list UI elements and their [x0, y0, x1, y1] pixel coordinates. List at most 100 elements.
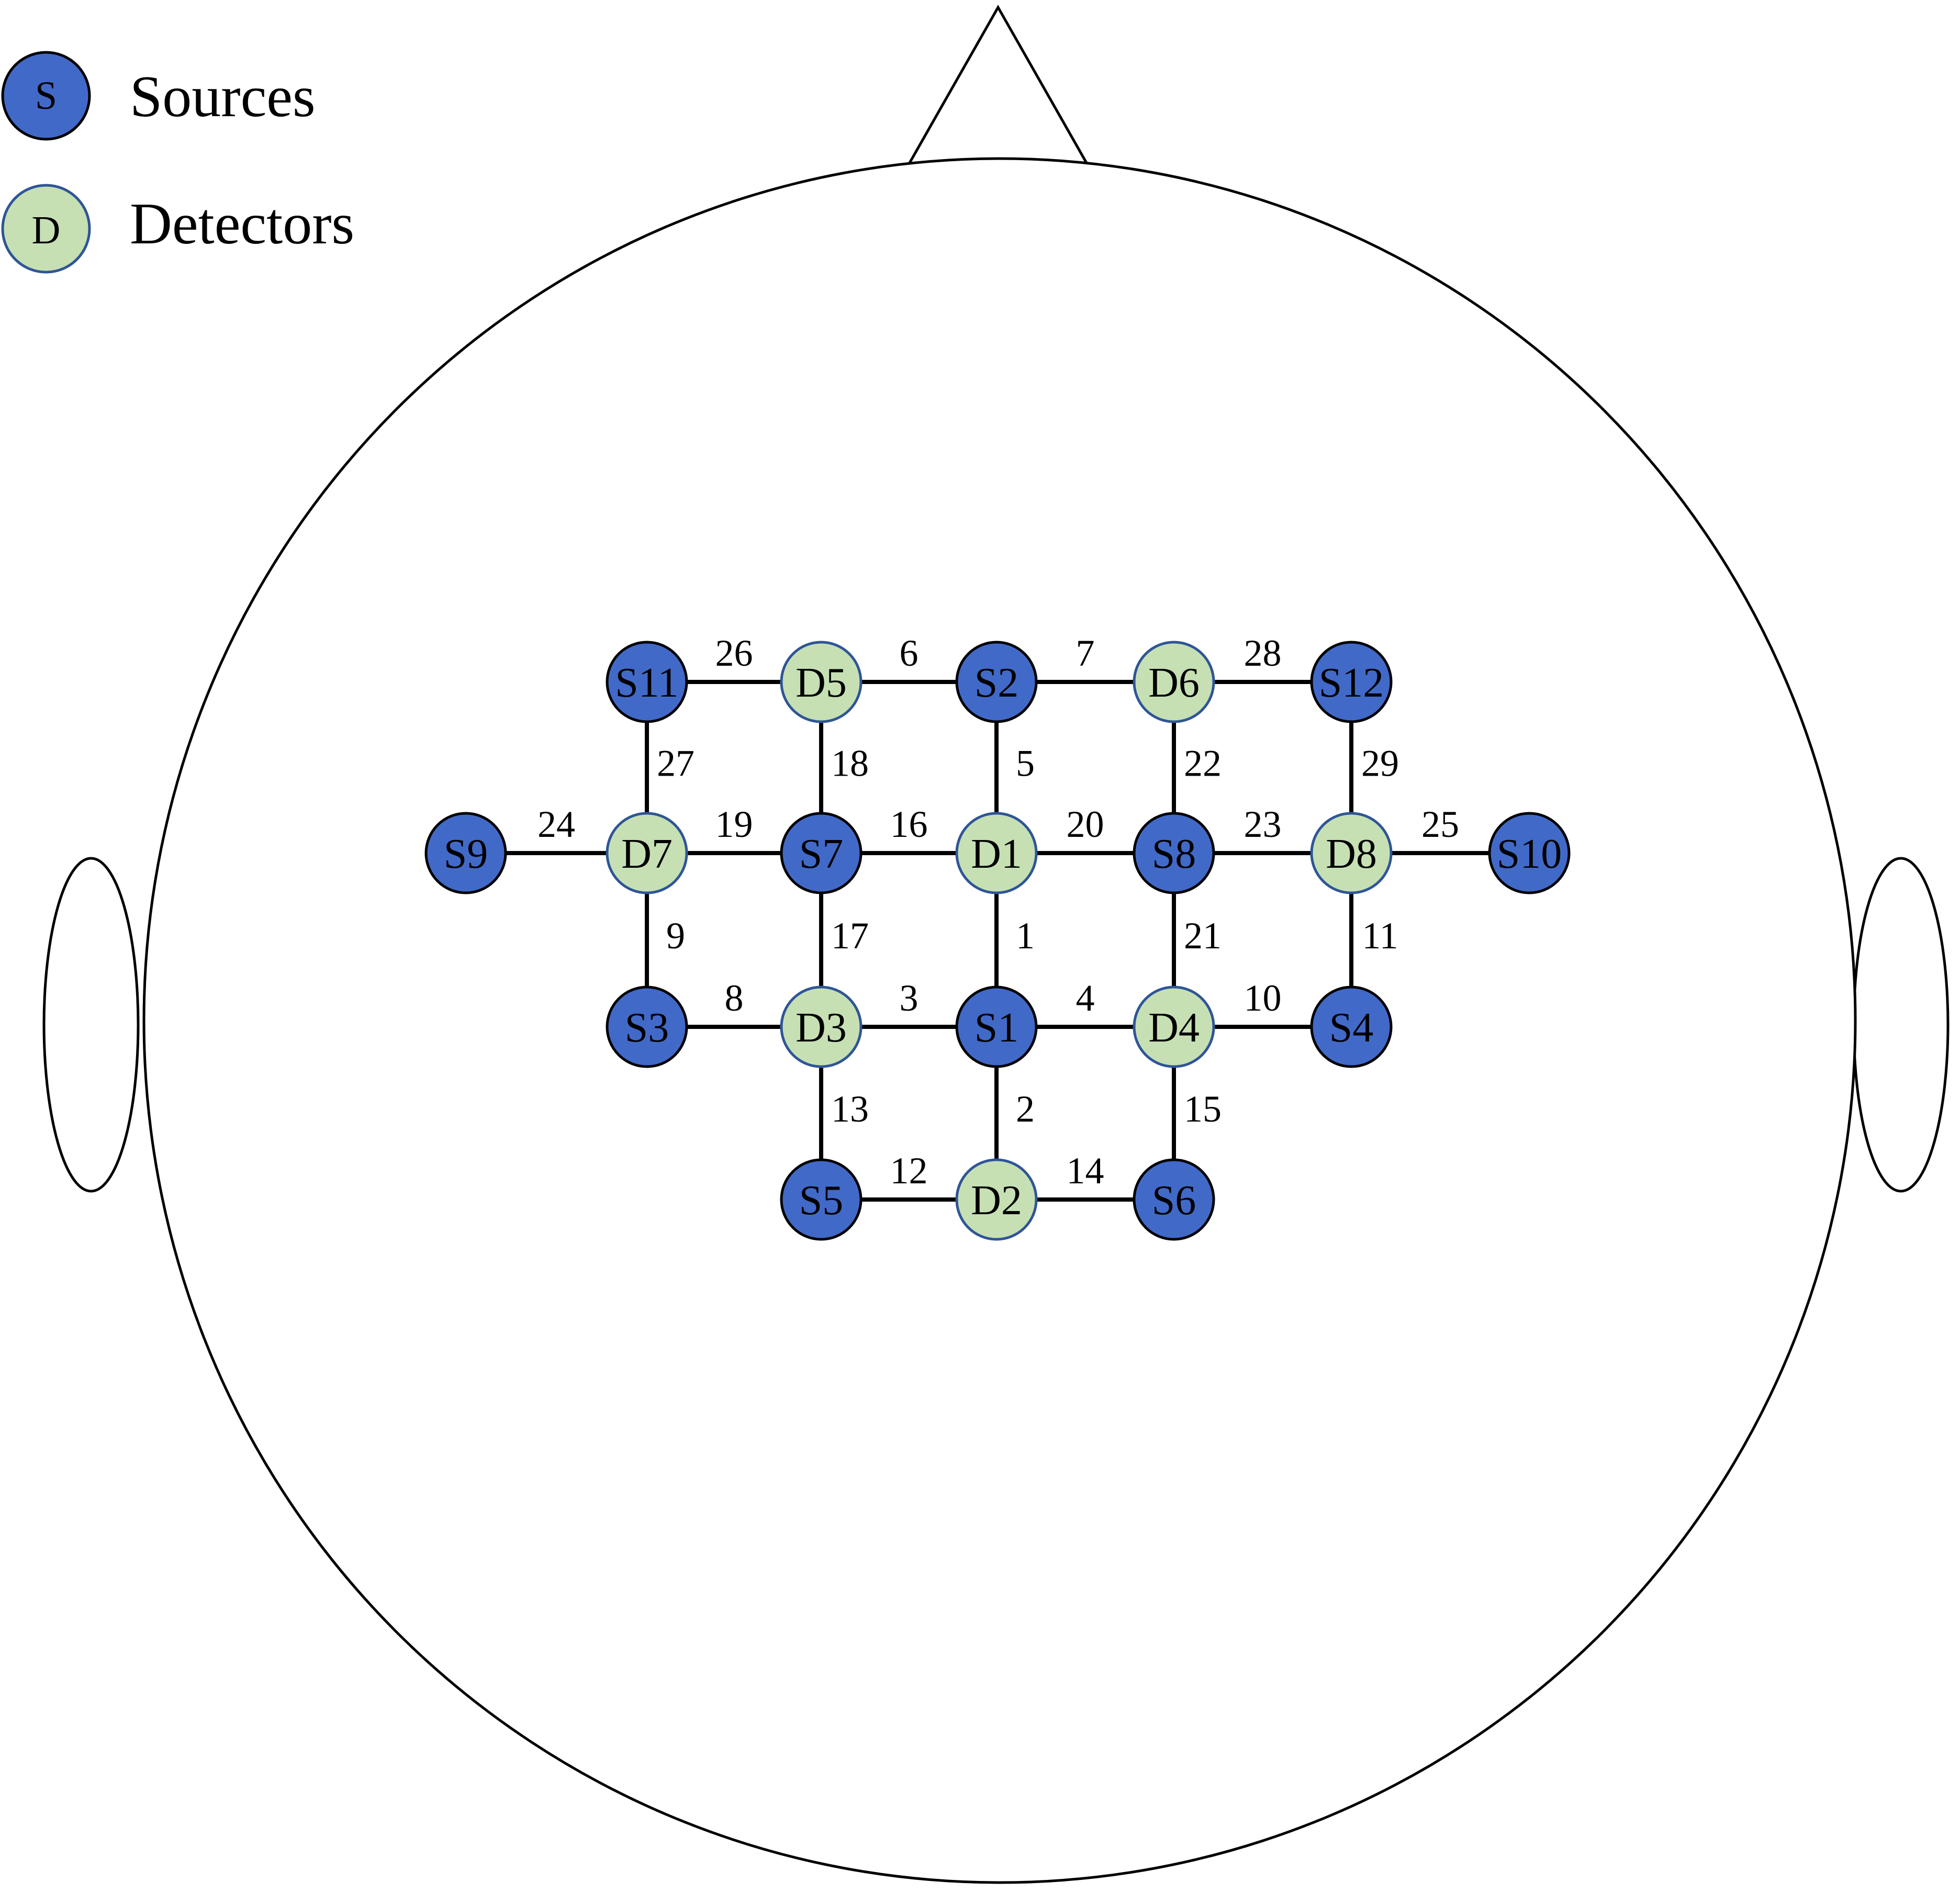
source-optode-s1: S1	[955, 985, 1038, 1068]
optode-label-s11: S11	[615, 660, 679, 706]
source-optode-s12: S12	[1310, 641, 1393, 723]
channel-label-21: 21	[1184, 915, 1222, 957]
channel-label-17: 17	[831, 915, 869, 957]
optode-label-d1: D1	[971, 831, 1022, 877]
optode-marker-s1	[955, 985, 1038, 1068]
optode-label-d7: D7	[621, 831, 673, 877]
channel-label-12: 12	[890, 1150, 928, 1192]
optode-marker-s7	[780, 812, 863, 894]
optode-label-s10: S10	[1497, 831, 1562, 877]
channel-label-20: 20	[1067, 803, 1104, 845]
channel-label-28: 28	[1244, 632, 1282, 674]
optode-label-d4: D4	[1148, 1005, 1200, 1051]
optode-marker-s6	[1133, 1158, 1215, 1241]
channel-label-26: 26	[715, 632, 753, 674]
optode-label-d5: D5	[796, 660, 847, 706]
legend-item-sources: S Sources	[1, 51, 316, 141]
optode-label-s7: S7	[799, 831, 844, 877]
optode-marker-s4	[1310, 985, 1393, 1068]
optode-marker-s5	[780, 1158, 863, 1241]
detector-optode-d7: D7	[606, 812, 688, 894]
legend-source-label: Sources	[130, 64, 316, 129]
source-optode-s9: S9	[424, 812, 507, 894]
channel-label-9: 9	[666, 915, 685, 957]
channel-label-10: 10	[1244, 977, 1282, 1019]
channel-label-27: 27	[657, 743, 695, 785]
detector-optode-d8: D8	[1310, 812, 1393, 894]
source-optode-s6: S6	[1133, 1158, 1215, 1241]
optode-marker-d1	[955, 812, 1038, 894]
optode-marker-s9	[424, 812, 507, 894]
source-optode-s10: S10	[1488, 812, 1571, 894]
channel-label-1: 1	[1016, 915, 1035, 957]
optode-marker-d7	[606, 812, 688, 894]
channel-label-15: 15	[1184, 1088, 1222, 1130]
optode-marker-s8	[1133, 812, 1215, 894]
source-optode-s7: S7	[780, 812, 863, 894]
right-ear	[1852, 857, 1950, 1193]
optode-label-s12: S12	[1319, 660, 1384, 706]
source-optode-s4: S4	[1310, 985, 1393, 1068]
channel-label-2: 2	[1016, 1088, 1035, 1130]
channel-label-5: 5	[1016, 743, 1035, 785]
source-optode-s3: S3	[606, 985, 688, 1068]
optode-label-s5: S5	[799, 1178, 844, 1224]
optode-label-s6: S6	[1152, 1178, 1196, 1224]
channel-label-25: 25	[1421, 803, 1459, 845]
channel-label-29: 29	[1361, 743, 1399, 785]
optode-marker-d3	[780, 985, 863, 1068]
optode-label-d3: D3	[796, 1005, 847, 1051]
source-optode-s8: S8	[1133, 812, 1215, 894]
nose-shape	[904, 4, 1092, 169]
source-optode-s2: S2	[955, 641, 1038, 723]
channel-label-24: 24	[537, 803, 575, 845]
detector-optode-d6: D6	[1133, 641, 1215, 723]
left-ear	[42, 857, 140, 1193]
channel-label-8: 8	[725, 977, 744, 1019]
optode-marker-d2	[955, 1158, 1038, 1241]
channel-label-14: 14	[1067, 1150, 1104, 1192]
detector-optode-d4: D4	[1133, 985, 1215, 1068]
legend-detector-marker	[1, 184, 91, 274]
source-optode-s11: S11	[606, 641, 688, 723]
optode-label-d8: D8	[1326, 831, 1377, 877]
detector-optode-d2: D2	[955, 1158, 1038, 1241]
detector-optode-d5: D5	[780, 641, 863, 723]
optode-marker-s12	[1310, 641, 1393, 723]
optode-label-s3: S3	[625, 1005, 669, 1051]
optode-marker-s2	[955, 641, 1038, 723]
detector-optode-d1: D1	[955, 812, 1038, 894]
optode-marker-d8	[1310, 812, 1393, 894]
optode-marker-d4	[1133, 985, 1215, 1068]
optode-label-s9: S9	[444, 831, 488, 877]
optode-marker-s11	[606, 641, 688, 723]
detector-optode-d3: D3	[780, 985, 863, 1068]
optode-marker-d5	[780, 641, 863, 723]
optode-label-d2: D2	[971, 1178, 1022, 1224]
optode-marker-s3	[606, 985, 688, 1068]
channel-label-23: 23	[1244, 803, 1282, 845]
optode-label-s4: S4	[1329, 1005, 1374, 1051]
channel-label-13: 13	[831, 1088, 869, 1130]
channel-label-7: 7	[1076, 632, 1095, 674]
source-optode-s5: S5	[780, 1158, 863, 1241]
channel-label-3: 3	[900, 977, 919, 1019]
legend-source-marker	[1, 51, 91, 141]
legend-item-detectors: D Detectors	[1, 184, 354, 274]
optode-label-s2: S2	[975, 660, 1019, 706]
optode-label-d6: D6	[1148, 660, 1200, 706]
channel-label-19: 19	[715, 803, 753, 845]
optode-label-s8: S8	[1152, 831, 1196, 877]
channel-label-11: 11	[1362, 915, 1398, 957]
legend-source-letter: S	[35, 74, 57, 118]
channel-label-22: 22	[1184, 743, 1222, 785]
legend-detector-label: Detectors	[130, 192, 354, 256]
channel-label-18: 18	[831, 743, 869, 785]
channel-label-16: 16	[890, 803, 928, 845]
optode-marker-d6	[1133, 641, 1215, 723]
channel-label-4: 4	[1076, 977, 1095, 1019]
optode-marker-s10	[1488, 812, 1571, 894]
